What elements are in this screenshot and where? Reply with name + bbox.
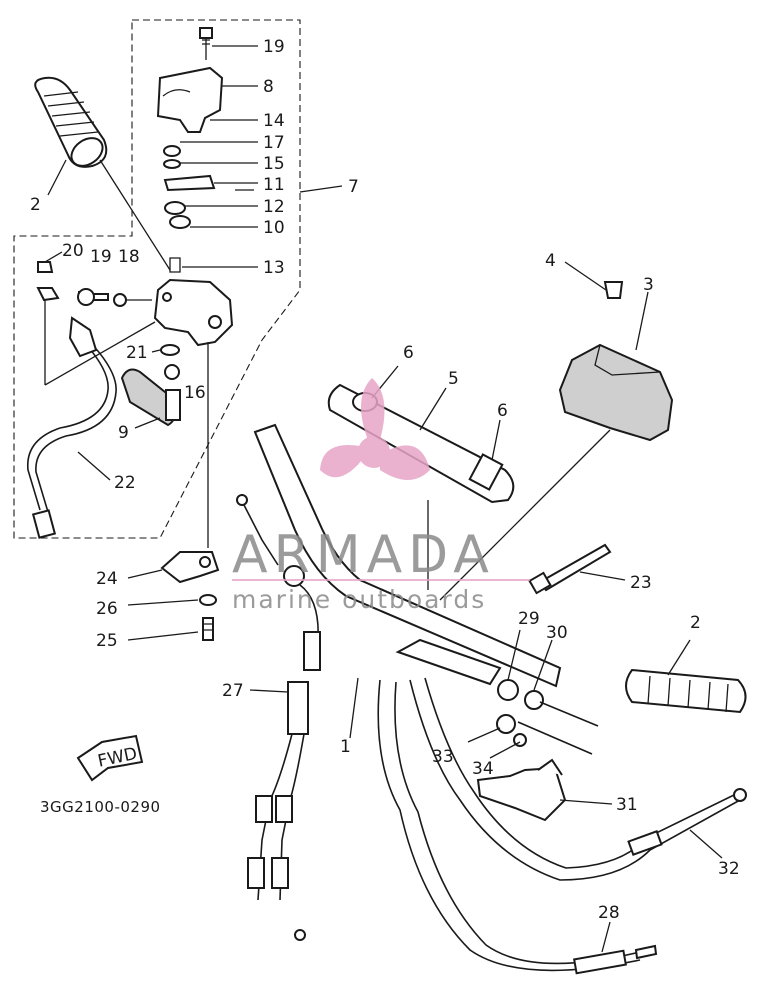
leaders-9-16-21 [134,349,161,429]
leader-3 [635,291,649,351]
leader-20 [44,251,63,263]
callout-19-left: 19 [90,247,112,267]
leader-22 [77,451,111,481]
callout-25: 25 [96,631,118,651]
leader-1 [349,677,359,739]
switch-cover-part [156,66,224,133]
leaders-29-30-33-34 [467,629,553,759]
callout-9: 9 [118,423,129,443]
throttle-cable-adjusters [496,679,599,755]
handlebar-part [253,423,562,688]
callout-4: 4 [545,251,556,271]
leader-28 [601,921,611,953]
choke-lever-part [120,364,181,427]
callout-21: 21 [126,343,148,363]
callout-28: 28 [598,903,620,923]
callout-2-right: 2 [690,613,701,633]
cable-strap-part [528,543,612,595]
callout-26: 26 [96,599,118,619]
callout-20: 20 [62,241,84,261]
callout-14: 14 [263,111,285,131]
switch-body-part [153,278,234,347]
watermark-tagline: marine outboards [232,585,486,614]
leader-2-left [47,159,171,271]
callout-6-top: 6 [403,343,414,363]
leader-32 [689,829,723,859]
washer-21 [160,344,180,356]
leader-7 [299,185,343,193]
callout-3: 3 [643,275,654,295]
wire-harness-part [27,316,117,539]
leaders-24-25-26 [127,569,199,641]
callout-29: 29 [518,609,540,629]
callout-11: 11 [263,175,285,195]
right-switch-housing-part [558,281,674,442]
control-cables [377,677,747,972]
callout-8: 8 [263,77,274,97]
callout-30: 30 [546,623,568,643]
callout-13: 13 [263,258,285,278]
callout-18: 18 [118,247,140,267]
callout-15: 15 [263,154,285,174]
washer-26-bolt-25 [199,342,217,641]
callout-1: 1 [340,737,351,757]
forward-arrow-icon: FWD [76,734,144,782]
callout-22: 22 [114,473,136,493]
armada-logo-icon [320,378,430,480]
throttle-tube-part [327,383,515,504]
leader-3-to-bar [439,429,611,601]
leaders-right-column [180,45,258,268]
callout-24: 24 [96,569,118,589]
connector-28 [573,944,658,975]
callout-2-left: 2 [30,195,41,215]
leader-2-right [667,639,691,676]
callout-17: 17 [263,133,285,153]
callout-5: 5 [448,369,459,389]
small-screws-left [36,261,152,307]
left-grip-part [34,76,108,168]
leader-31 [559,799,613,805]
screw-19-top [199,27,213,60]
callout-33: 33 [432,747,454,767]
callout-23: 23 [630,573,652,593]
leader-23 [579,571,626,581]
right-grip-part [625,668,747,714]
callout-27: 27 [222,681,244,701]
callout-6-right: 6 [497,401,508,421]
callout-10: 10 [263,218,285,238]
switch-assembly-dashed-boundary [13,19,301,539]
leader-27 [249,689,289,693]
leader-wire-to-body [44,300,156,386]
callout-19-top: 19 [263,37,285,57]
diagram-code: 3GG2100-0290 [40,798,161,816]
callout-7: 7 [348,177,359,197]
callout-31: 31 [616,795,638,815]
callout-34: 34 [472,759,494,779]
callout-16: 16 [184,383,206,403]
callout-32: 32 [718,859,740,879]
watermark-brand: ARMADA [232,525,495,585]
leader-4 [564,261,607,291]
cable-guide-24 [160,551,220,584]
small-parts-stack [163,145,216,273]
callout-12: 12 [263,197,285,217]
